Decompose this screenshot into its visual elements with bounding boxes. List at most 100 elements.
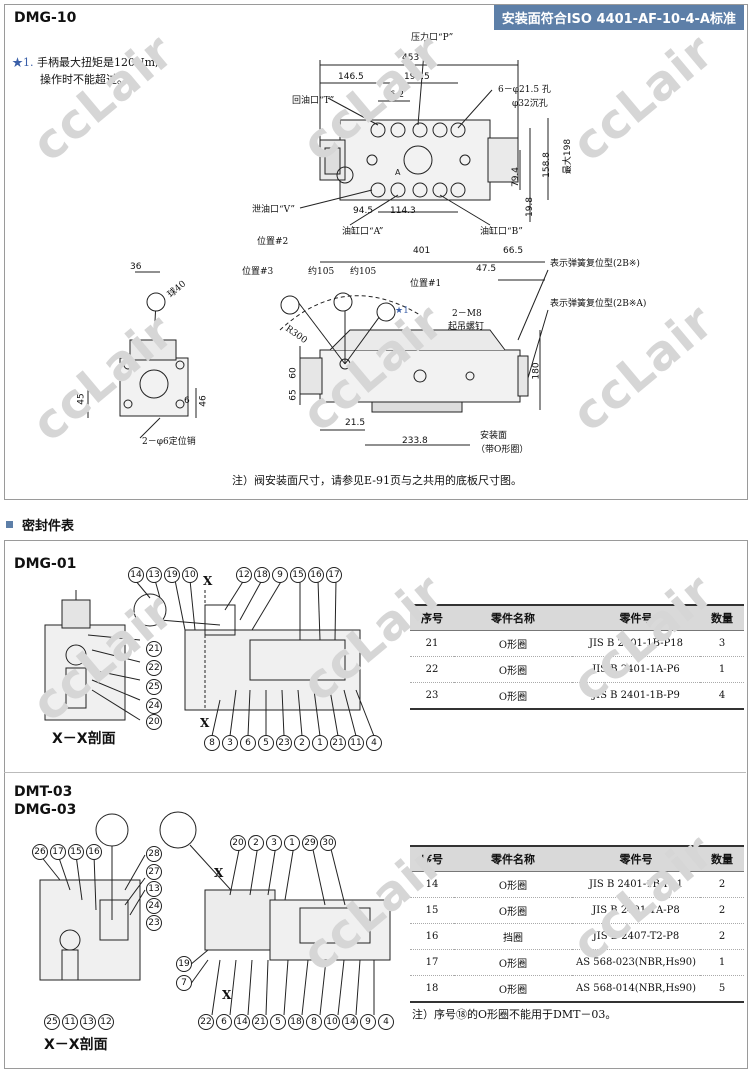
dmg01-callout-23: 23 [276,735,292,751]
dmt03-callout-12: 12 [98,1014,114,1030]
cell-name: 挡圈 [454,923,572,950]
cell-qty: 2 [700,923,744,950]
dmg10-footnote: 注）阀安装面尺寸，请参见E-91页与之共用的底板尺寸图。 [232,474,522,487]
dmg01-callout-1: 1 [312,735,328,751]
dmg01-callout-24: 24 [146,698,162,714]
dmt03-callout-4: 4 [378,1014,394,1030]
cell-no: 16 [410,923,454,950]
dim-401: 401 [413,246,431,256]
cell-partno: JIS B 2401-1B-P18 [572,630,700,657]
dmg01-callout-5: 5 [258,735,274,751]
dmg01-model-label: DMG-01 [14,556,77,572]
dmt03-callout-30: 30 [320,835,336,851]
dmg01-section-caption: X－X剖面 [52,731,116,747]
dmg01-callout-9: 9 [272,567,288,583]
torque-note-line1: 手柄最大扭矩是120Nm, [37,56,159,69]
star1-label: ★1 [395,306,409,316]
cell-name: O形圈 [454,682,572,710]
dmt03-footnote: 注）序号⑱的O形圈不能用于DMT－03。 [412,1008,617,1021]
cell-no: 14 [410,871,454,898]
about105-b-label: 约105 [350,267,377,277]
dim-19-8: 19.8 [525,196,536,218]
cell-no: 18 [410,975,454,1003]
cell-partno: JIS B 2401-1B-P21 [572,871,700,898]
dmt03-callout-27: 27 [146,864,162,880]
dmt03-callout-18: 18 [288,1014,304,1030]
dmt03-callout-26: 26 [32,844,48,860]
dmt03-drawing [39,811,391,1016]
dmt03-model-label: DMT-03 [14,784,73,800]
dmt03-table-header-row: 序号 零件名称 零件号 数量 [410,846,744,872]
dmg10-drawing: A [87,39,549,446]
return-port-label: 回油口“T” [292,96,335,106]
cell-name: O形圈 [454,871,572,898]
dmg01-callout-20: 20 [146,714,162,730]
cell-partno: AS 568-014(NBR,Hs90) [572,975,700,1003]
cell-no: 22 [410,656,454,683]
star-icon: ★1. [12,56,34,69]
locating-pin-label: 2－φ6定位销 [142,437,196,447]
dmg01-callout-19: 19 [164,567,180,583]
dmg01-callout-10: 10 [182,567,198,583]
about105-a-label: 约105 [308,267,335,277]
col-qty: 数量 [700,605,744,631]
table-row: 18 O形圈 AS 568-014(NBR,Hs90) 5 [410,975,744,1003]
cell-no: 21 [410,630,454,657]
seal-table-title: 密封件表 [22,519,75,534]
drain-port-label: 泄油口“V” [252,205,296,215]
pos1-label: 位置#1 [410,279,442,289]
cell-no: 17 [410,949,454,976]
cell-partno: JIS B 2401-1A-P8 [572,897,700,924]
dim-233-8: 233.8 [402,436,428,446]
cell-partno: JIS B 2401-1A-P6 [572,656,700,683]
dmt03-callout-9: 9 [360,1014,376,1030]
col-name: 零件名称 [454,605,572,631]
dmt03-callout-17: 17 [50,844,66,860]
col-partno: 零件号 [572,846,700,872]
mount-face-label: 安装面 [480,431,508,441]
dmg01-callout-11: 11 [348,735,364,751]
dmg01-callout-18: 18 [254,567,270,583]
dmt03-callout-3: 3 [266,835,282,851]
dmg01-callout-2: 2 [294,735,310,751]
dmt03-callout-24: 24 [146,898,162,914]
table-row: 22 O形圈 JIS B 2401-1A-P6 1 [410,656,744,683]
dmg01-callout-4: 4 [366,735,382,751]
dim-60: 60 [288,367,299,379]
col-no: 序号 [410,846,454,872]
torque-note: ★1. 手柄最大扭矩是120Nm, 操作时不能超过。 [12,54,159,88]
dmg01-seal-table: 序号 零件名称 零件号 数量 21 O形圈 JIS B 2401-1B-P18 … [410,604,744,710]
section-divider [4,772,746,773]
dim-114-3: 114.3 [390,206,416,216]
dim-146-5: 146.5 [338,72,364,82]
dmt03-callout-1: 1 [284,835,300,851]
col-name: 零件名称 [454,846,572,872]
dmg01-callout-16: 16 [308,567,324,583]
dmg01-x-mark-bottom: X [200,716,210,730]
dmt03-callout-5: 5 [270,1014,286,1030]
pos-label-a: A [395,168,401,177]
dmg10-panel [4,4,748,500]
table-row: 17 O形圈 AS 568-023(NBR,Hs90) 1 [410,949,744,976]
dmg01-callout-3: 3 [222,735,238,751]
dmt03-section-caption: X－X剖面 [44,1037,108,1053]
dmg01-callout-17: 17 [326,567,342,583]
cell-name: O形圈 [454,630,572,657]
dmt03-callout-15: 15 [68,844,84,860]
col-no: 序号 [410,605,454,631]
dmt03-callout-19: 19 [176,956,192,972]
dmg10-model-label: DMG-10 [14,10,77,26]
dmg01-drawing [44,579,375,737]
eyebolt-label: 起吊螺钉 [448,322,485,332]
table-row: 21 O形圈 JIS B 2401-1B-P18 3 [410,630,744,657]
dmt03-callout-14: 14 [234,1014,250,1030]
cell-qty: 1 [700,949,744,976]
cell-partno: AS 568-023(NBR,Hs90) [572,949,700,976]
cell-partno: JIS B 2407-T2-P8 [572,923,700,950]
dmt03-callout-25: 25 [44,1014,60,1030]
dim-46: 46 [198,395,209,407]
cell-no: 23 [410,682,454,710]
dim-66-5: 66.5 [503,246,524,256]
dmt03-callout-28: 28 [146,846,162,862]
cell-qty: 5 [700,975,744,1003]
